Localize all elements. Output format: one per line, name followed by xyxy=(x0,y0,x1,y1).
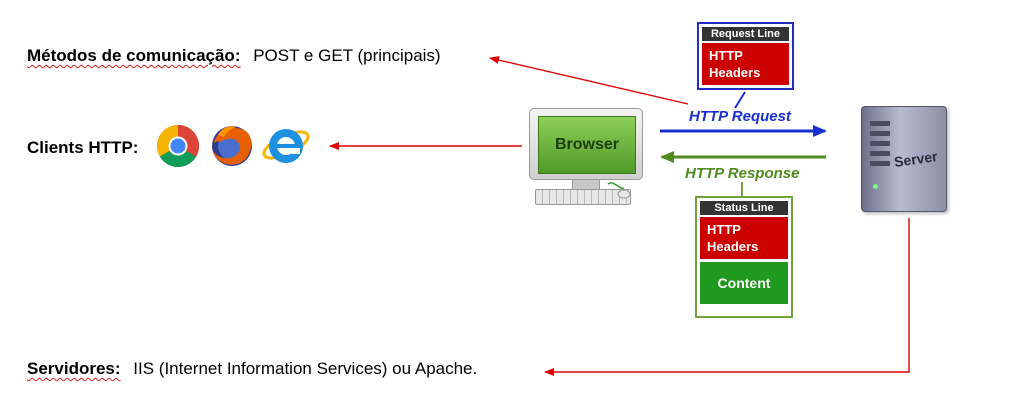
server-label: Server xyxy=(893,148,939,170)
browser-label: Browser xyxy=(538,116,636,174)
metodos-row: Métodos de comunicação: POST e GET (prin… xyxy=(27,46,441,66)
response-headers-line1: HTTP xyxy=(707,222,741,237)
chrome-icon xyxy=(156,124,200,168)
servidores-label: Servidores: xyxy=(27,359,121,378)
response-message-box: Status Line HTTP Headers Content xyxy=(695,196,793,318)
browser-monitor: Browser xyxy=(529,108,643,180)
request-headers-line2: Headers xyxy=(709,65,761,80)
servidores-row: Servidores: IIS (Internet Information Se… xyxy=(27,359,477,379)
server-bay xyxy=(870,141,890,146)
firefox-icon xyxy=(212,126,252,166)
arrow-to-metodos xyxy=(489,56,689,105)
server-icon: Server xyxy=(861,106,947,212)
request-box-connector xyxy=(734,91,746,109)
server-bay xyxy=(870,161,890,166)
arrow-to-servidores xyxy=(544,218,910,376)
response-headers-line2: Headers xyxy=(707,239,759,254)
status-line-header: Status Line xyxy=(700,201,788,215)
request-headers-block: HTTP Headers xyxy=(702,43,789,85)
metodos-label: Métodos de comunicação: xyxy=(27,46,241,65)
server-led xyxy=(873,184,878,189)
response-content-block: Content xyxy=(700,262,788,304)
request-headers-line1: HTTP xyxy=(709,48,743,63)
keyboard xyxy=(535,189,631,205)
http-request-label: HTTP Request xyxy=(689,108,791,125)
server-bay xyxy=(870,151,890,156)
servidores-value: IIS (Internet Information Services) ou A… xyxy=(133,359,478,378)
server-bay xyxy=(870,131,890,136)
response-headers-block: HTTP Headers xyxy=(700,217,788,259)
server-bay xyxy=(870,121,890,126)
metodos-value: POST e GET (principais) xyxy=(253,46,441,65)
http-response-label: HTTP Response xyxy=(685,165,800,182)
request-line-header: Request Line xyxy=(702,27,789,41)
request-message-box: Request Line HTTP Headers xyxy=(697,22,794,90)
mouse-icon xyxy=(607,182,631,199)
internet-explorer-icon xyxy=(262,129,310,163)
clients-label: Clients HTTP: xyxy=(27,138,139,157)
